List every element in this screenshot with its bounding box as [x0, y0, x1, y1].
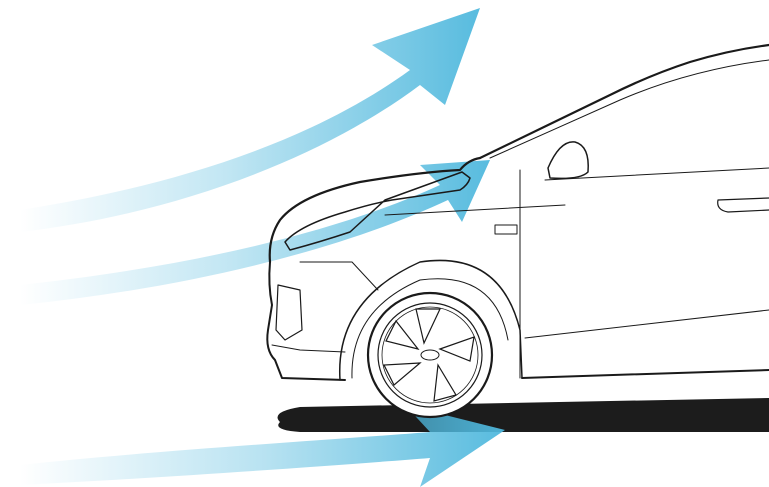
windshield-line	[490, 60, 769, 158]
bumper-detail	[276, 285, 302, 340]
wheel-icon	[368, 293, 492, 417]
door-handle	[718, 198, 769, 212]
ground-shadow	[278, 398, 769, 432]
front-bumper	[267, 262, 345, 380]
side-mirror	[548, 142, 588, 179]
sill-line	[522, 370, 769, 378]
bumper-lower	[272, 345, 345, 352]
airflow-arrow-icon	[20, 160, 490, 305]
door-lower-line	[525, 310, 769, 338]
car-body	[267, 45, 769, 380]
side-marker	[495, 225, 517, 234]
brand-badge-icon	[421, 350, 439, 360]
car-roof-outline	[480, 45, 769, 158]
side-window-line	[545, 168, 769, 180]
fender-crease	[300, 262, 378, 290]
